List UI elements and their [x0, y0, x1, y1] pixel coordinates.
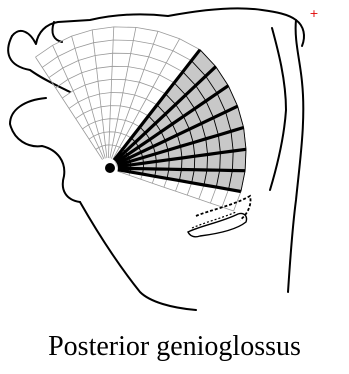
lower-lip-outline	[10, 98, 80, 202]
chin-outline	[80, 202, 196, 310]
fiber-origin	[105, 163, 115, 173]
pharynx-wall-outline	[270, 28, 286, 190]
mandible-contour	[188, 196, 251, 237]
figure-caption: Posterior genioglossus	[0, 330, 349, 364]
corner-marker: +	[309, 7, 318, 20]
mandible-dotted-contour	[192, 212, 236, 228]
mandible-contour-outline	[188, 213, 247, 236]
nasal-outline	[52, 22, 62, 42]
